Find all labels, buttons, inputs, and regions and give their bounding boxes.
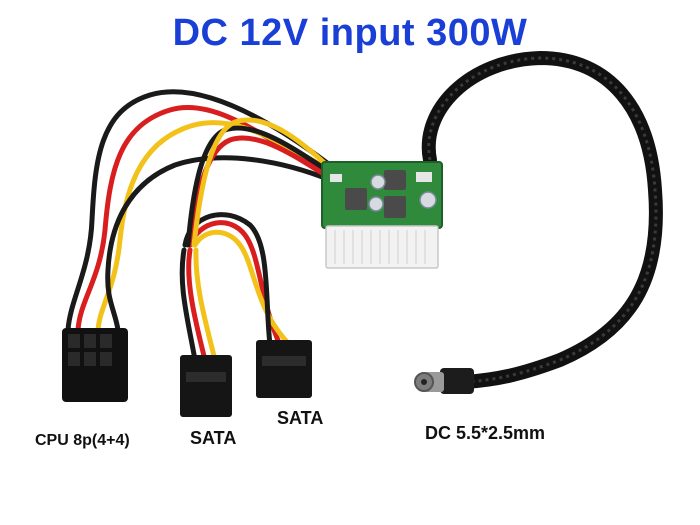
label-cpu-8pin: CPU 8p(4+4) (35, 432, 130, 449)
label-sata-2: SATA (277, 408, 324, 428)
main-wire-run (185, 117, 333, 248)
page-title: DC 12V input 300W (172, 12, 528, 54)
psu-board (321, 161, 443, 229)
sata-connector-2 (256, 340, 312, 398)
sata-connector-1 (180, 355, 232, 417)
sata-wire-bundle (179, 212, 293, 363)
label-sata-1: SATA (190, 428, 237, 448)
cpu-8pin-connector (62, 328, 128, 402)
label-dc-jack: DC 5.5*2.5mm (425, 423, 546, 443)
dc-braided-cable (421, 50, 663, 389)
atx-24pin-connector (325, 225, 439, 269)
dc-barrel-jack (414, 368, 474, 394)
